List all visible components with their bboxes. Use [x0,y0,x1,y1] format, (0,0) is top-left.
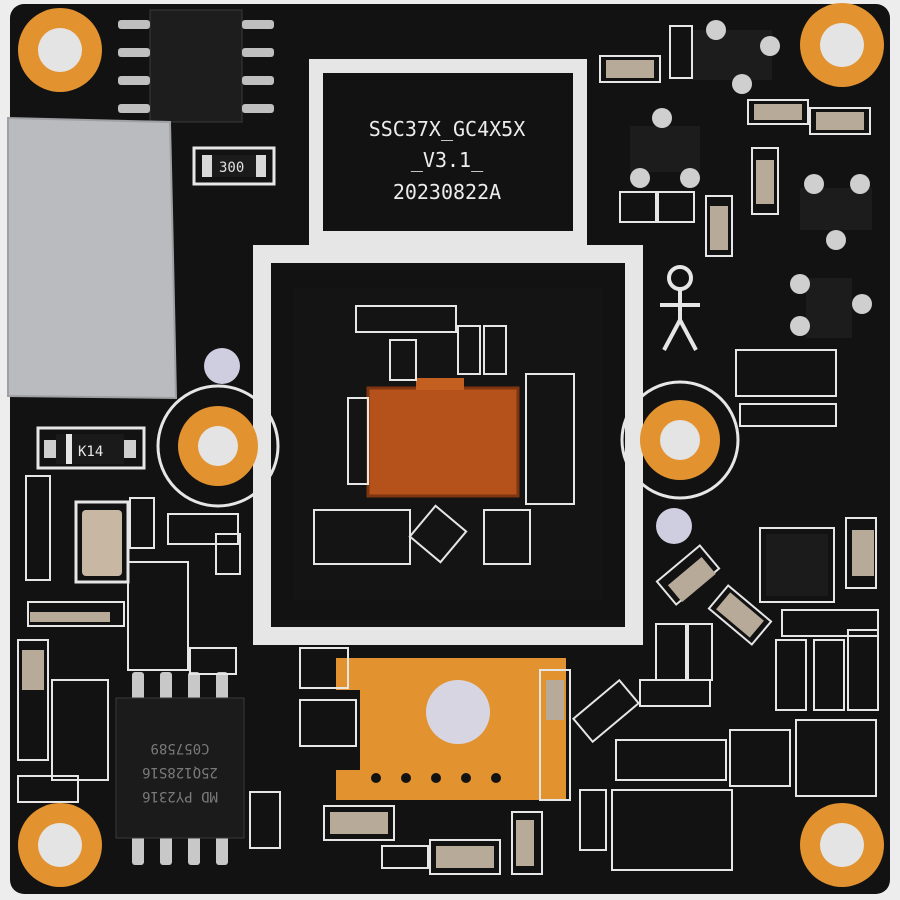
orientation-stick-figure [660,265,700,351]
mounting-hole-right [620,380,740,500]
silver-foil-tape [8,118,176,398]
mounting-hole-top-left [18,8,102,92]
via-left [204,348,240,384]
lens-mount-copper-pad [336,658,566,800]
mounting-hole-bottom-left [18,803,102,887]
diode-k14: K14 [36,426,146,470]
resistor-marking: 300 [219,160,244,176]
board-id-line2: _V3.1_ [411,148,484,172]
board-id-line1: SSC37X_GC4X5X [369,117,526,141]
board-id-line3: 20230822A [393,180,501,204]
image-sensor-die [366,378,520,498]
smd-components [17,25,879,875]
flash-chip-line3: C057589 [150,740,209,756]
flash-memory-chip: MD PY2316 25Q128S16 C057589 [115,672,245,865]
flash-chip-line2: 25Q128S16 [142,764,218,780]
flash-chip-line1: MD PY2316 [142,788,218,804]
top-left-ic-chip [118,9,274,123]
board-id-silkscreen: SSC37X_GC4X5X _V3.1_ 20230822A [309,59,587,245]
mounting-hole-top-right [800,3,884,87]
via-right [656,508,692,544]
mounting-hole-left [156,384,280,508]
mounting-hole-bottom-right [800,803,884,887]
smd-bodies [22,60,874,868]
qfn-chip [759,527,835,603]
diode-marking: K14 [78,444,103,460]
tan-capacitor [74,500,130,584]
resistor-300: 300 [192,146,276,186]
transistor-group [630,20,872,338]
sensor-outline [253,245,643,645]
